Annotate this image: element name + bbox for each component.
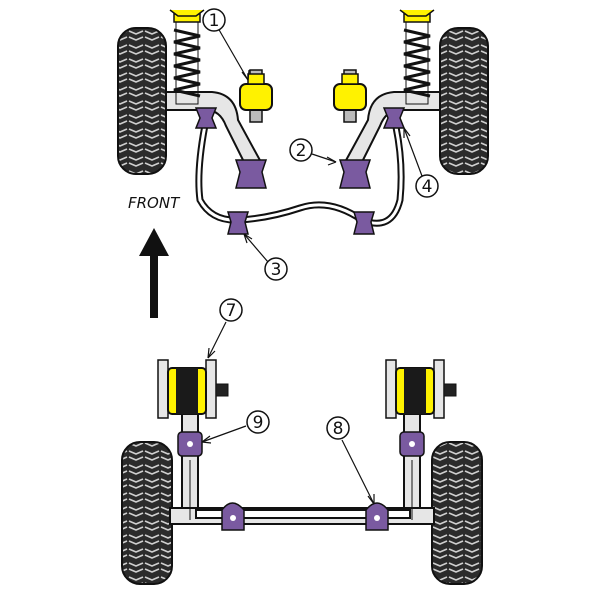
rear-left-wheel bbox=[121, 441, 173, 585]
front-right-top-mount bbox=[333, 69, 367, 123]
callout-8-number: 8 bbox=[333, 419, 344, 439]
rear-left-anti-roll-bar-bush bbox=[221, 502, 245, 531]
rear-left-drop-link-bush bbox=[177, 431, 203, 457]
callout-3-number: 3 bbox=[271, 260, 282, 280]
front-label: FRONT bbox=[128, 194, 181, 212]
rear-left-trailing-arm bbox=[181, 413, 199, 520]
front-left-drop-link-bush bbox=[226, 211, 250, 235]
callout-4-number: 4 bbox=[422, 177, 433, 197]
callout-4: 4 bbox=[403, 127, 439, 198]
callout-7-number: 7 bbox=[226, 301, 237, 321]
rear-anti-roll-bar bbox=[195, 509, 411, 519]
front-anti-roll-bar bbox=[195, 117, 405, 227]
callout-8: 8 bbox=[326, 416, 375, 505]
rear-right-drop-link-bush bbox=[399, 431, 425, 457]
callout-9-number: 9 bbox=[253, 413, 264, 433]
front-right-spring bbox=[399, 9, 435, 105]
front-right-inner-bush bbox=[338, 159, 372, 189]
front-left-wheel bbox=[117, 27, 167, 175]
callout-2-number: 2 bbox=[296, 141, 307, 161]
front-left-outer-bush bbox=[194, 107, 218, 129]
front-right-wheel bbox=[439, 27, 489, 175]
rear-right-trailing-arm bbox=[403, 413, 421, 520]
callout-9: 9 bbox=[201, 410, 270, 444]
callout-1: 1 bbox=[202, 8, 250, 81]
rear-right-wheel bbox=[431, 441, 483, 585]
front-direction-arrow-icon bbox=[139, 228, 169, 318]
rear-left-trailing-arm-bush bbox=[157, 359, 229, 419]
rear-right-anti-roll-bar-bush bbox=[365, 502, 389, 531]
front-left-inner-bush bbox=[234, 159, 268, 189]
callout-2: 2 bbox=[289, 138, 337, 166]
callout-7: 7 bbox=[207, 298, 243, 359]
front-left-spring bbox=[169, 9, 205, 105]
front-right-outer-bush bbox=[382, 107, 406, 129]
rear-right-trailing-arm-bush bbox=[385, 359, 457, 419]
front-right-drop-link-bush bbox=[352, 211, 376, 235]
callout-3: 3 bbox=[243, 233, 288, 281]
callout-1-number: 1 bbox=[209, 11, 220, 31]
front-left-top-mount bbox=[239, 69, 273, 123]
